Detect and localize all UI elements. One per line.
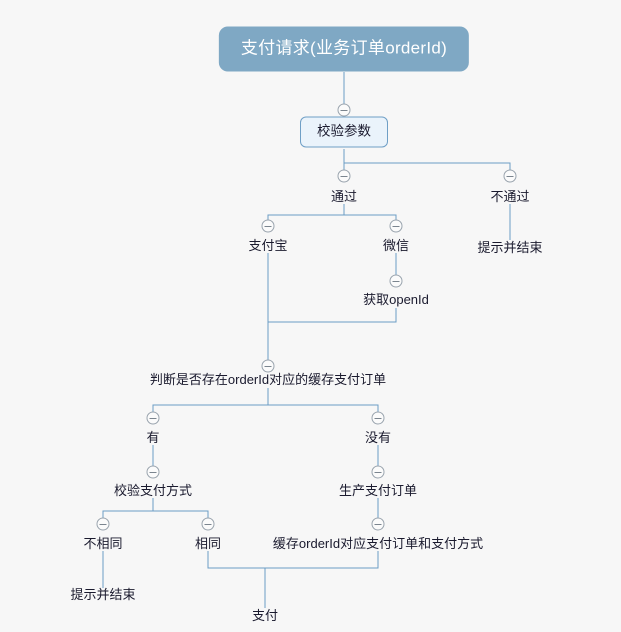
node-same[interactable]: 相同 xyxy=(194,536,222,551)
node-wechat[interactable]: 微信 xyxy=(382,238,410,253)
collapse-minus-icon[interactable] xyxy=(261,219,275,233)
collapse-minus-icon[interactable] xyxy=(389,219,403,233)
connector-validate-to-fail xyxy=(344,162,511,176)
connector-pass-to-wechat xyxy=(344,214,397,226)
node-fail[interactable]: 不通过 xyxy=(490,189,530,204)
collapse-minus-icon[interactable] xyxy=(371,517,385,531)
collapse-minus-icon[interactable] xyxy=(371,411,385,425)
node-none[interactable]: 没有 xyxy=(364,430,392,445)
node-create_ord[interactable]: 生产支付订单 xyxy=(338,483,418,498)
collapse-minus-icon[interactable] xyxy=(146,411,160,425)
connector-pass-to-alipay xyxy=(267,204,345,226)
node-validate[interactable]: 校验参数 xyxy=(300,116,388,148)
node-fail_end[interactable]: 提示并结束 xyxy=(477,240,543,255)
collapse-minus-icon[interactable] xyxy=(503,169,517,183)
collapse-minus-icon[interactable] xyxy=(261,359,275,373)
connector-same-to-pay xyxy=(207,551,266,608)
node-pass[interactable]: 通过 xyxy=(330,189,358,204)
collapse-minus-icon[interactable] xyxy=(371,465,385,479)
connector-cache_ord-to-pay xyxy=(265,551,379,569)
node-check_way[interactable]: 校验支付方式 xyxy=(113,483,193,498)
node-check_cache[interactable]: 判断是否存在orderId对应的缓存支付订单 xyxy=(149,372,387,387)
connector-check_way-to-same xyxy=(153,510,209,524)
collapse-minus-icon[interactable] xyxy=(201,517,215,531)
collapse-minus-icon[interactable] xyxy=(337,103,351,117)
connector-check_way-to-not_same xyxy=(102,498,154,524)
collapse-minus-icon[interactable] xyxy=(96,517,110,531)
node-root[interactable]: 支付请求(业务订单orderId) xyxy=(218,26,470,72)
connector-check_cache-to-none xyxy=(268,404,379,418)
node-openid[interactable]: 获取openId xyxy=(363,292,429,307)
connector-check_cache-to-has xyxy=(152,388,269,418)
collapse-minus-icon[interactable] xyxy=(146,465,160,479)
collapse-minus-icon[interactable] xyxy=(389,274,403,288)
node-pay[interactable]: 支付 xyxy=(251,608,279,623)
connector-openid-to-check_cache xyxy=(268,308,397,323)
node-not_same[interactable]: 不相同 xyxy=(83,536,123,551)
node-notsame_end[interactable]: 提示并结束 xyxy=(70,587,136,602)
node-cache_ord[interactable]: 缓存orderId对应支付订单和支付方式 xyxy=(272,536,484,551)
node-has[interactable]: 有 xyxy=(146,430,160,445)
collapse-minus-icon[interactable] xyxy=(337,169,351,183)
node-alipay[interactable]: 支付宝 xyxy=(248,238,288,253)
